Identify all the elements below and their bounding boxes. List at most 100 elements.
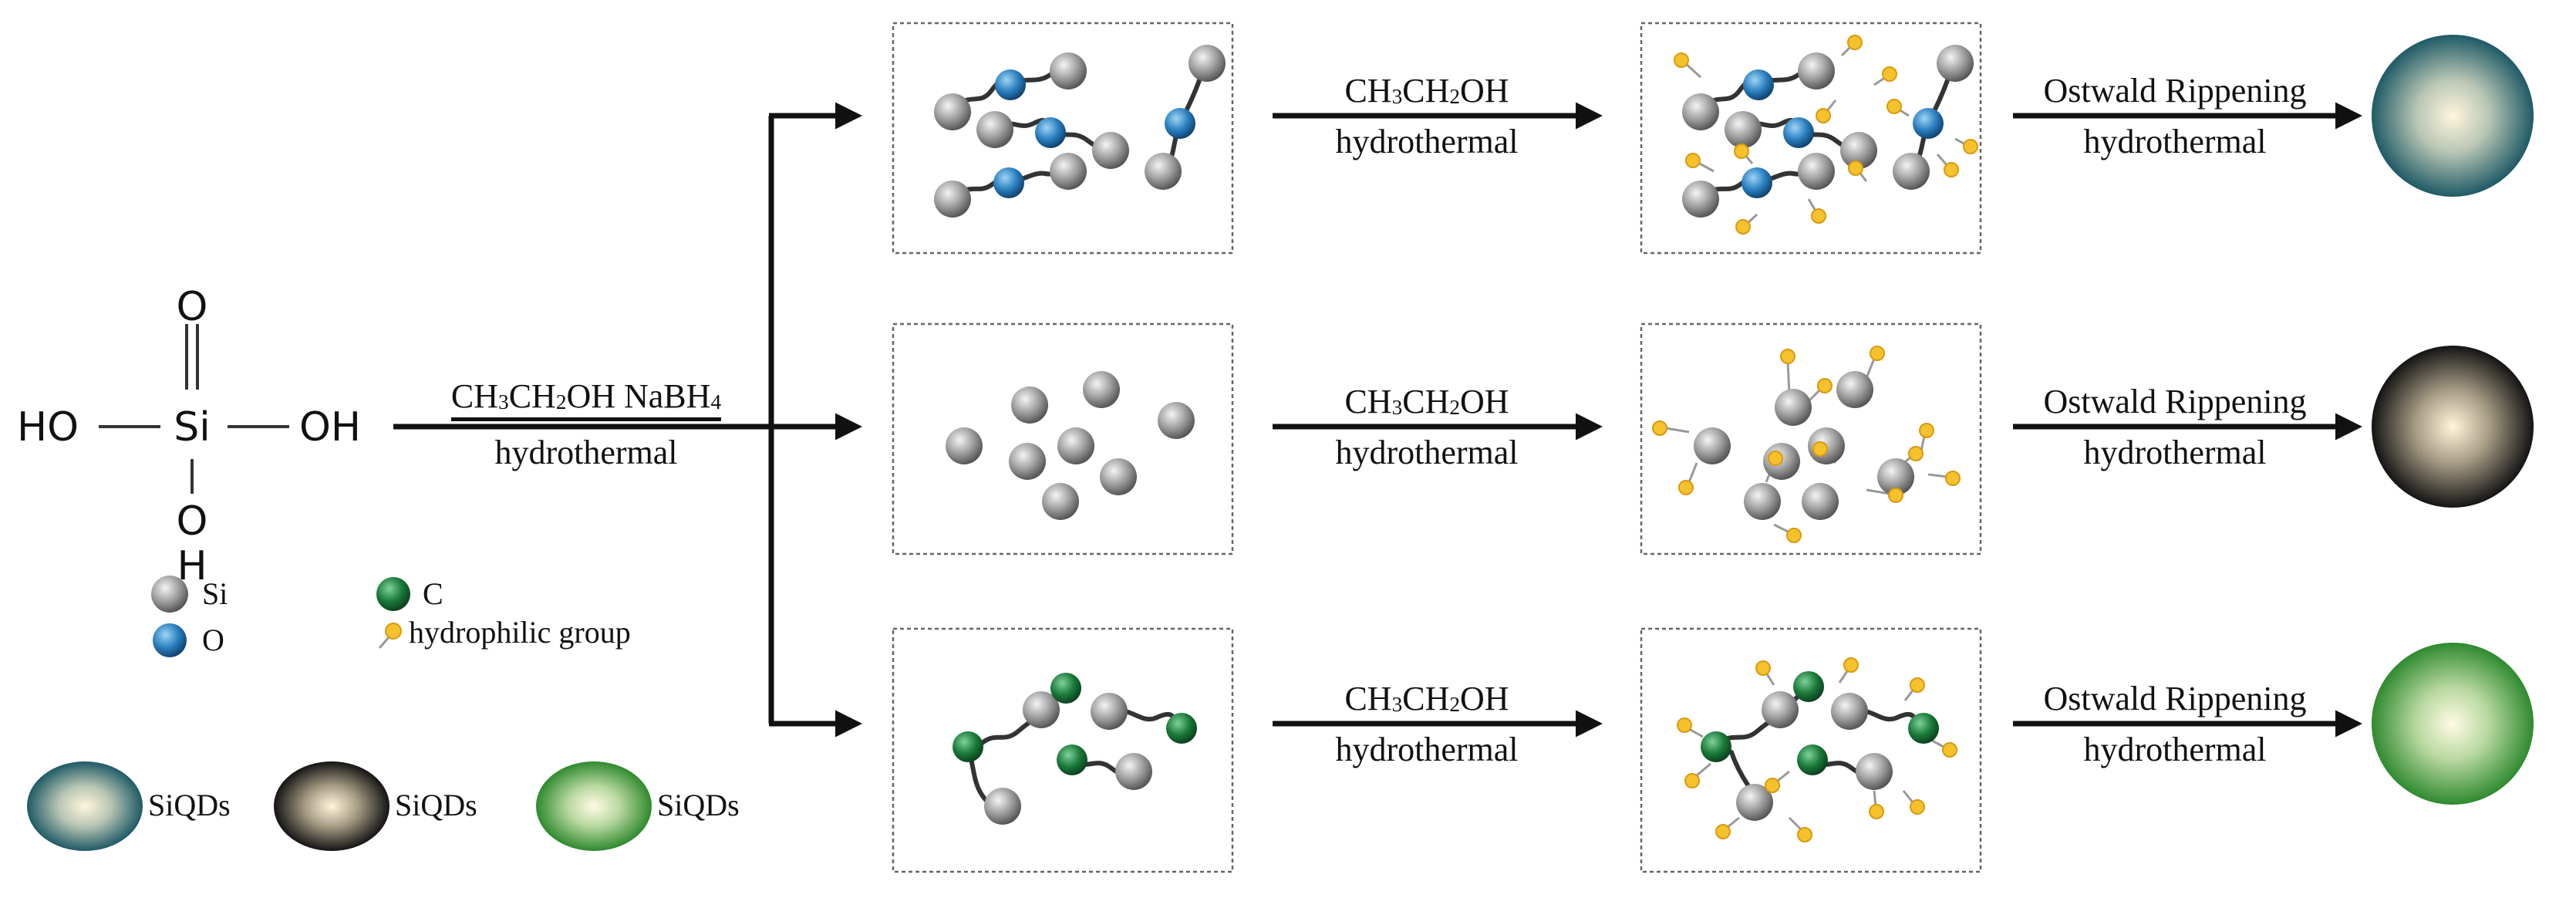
si-atom — [1042, 483, 1079, 520]
c-atom — [1701, 731, 1731, 762]
hydrophilic-group — [1910, 677, 1925, 693]
o-atom — [1913, 108, 1944, 139]
row1-intermediate-particles — [934, 45, 1226, 218]
c-atom — [1050, 673, 1081, 704]
hydrophilic-group — [1811, 208, 1826, 224]
legend-sphere-dark — [274, 761, 389, 851]
hydrophilic-group — [1786, 528, 1802, 543]
si-atom — [1083, 371, 1120, 408]
si-atom — [1011, 387, 1048, 424]
hydrophilic-group — [1765, 778, 1780, 793]
si-atom — [1050, 52, 1087, 89]
legend-c-icon — [376, 577, 410, 611]
row2-step3-process: Ostwald Rippening — [2043, 383, 2307, 420]
c-atom — [953, 731, 983, 762]
legend-hydrophilic-label: hydrophilic group — [409, 615, 631, 650]
si-atom — [934, 93, 971, 130]
si-atom — [976, 111, 1013, 148]
si-atom — [1937, 45, 1974, 82]
hydrophilic-group — [1797, 827, 1812, 842]
row2-step2-condition: hydrothermal — [1335, 434, 1519, 471]
panel-row1-functionalized — [1640, 22, 1982, 255]
si-atom — [1762, 691, 1799, 728]
si-atom — [1189, 45, 1226, 82]
hydrophilic-group — [1674, 52, 1689, 68]
o-atom — [1743, 69, 1774, 100]
c-atom — [1793, 671, 1824, 702]
hydrophilic-group — [1677, 717, 1692, 733]
si-atom — [1877, 458, 1914, 495]
o-atom — [995, 69, 1026, 100]
hydrophilic-group — [1812, 441, 1828, 457]
si-atom — [1725, 111, 1762, 148]
row1-step3-process: Ostwald Rippening — [2043, 72, 2307, 110]
hydrophilic-group — [1945, 471, 1961, 486]
si-atom — [1840, 132, 1877, 169]
row1-product-sphere — [2372, 35, 2534, 197]
main-reagents-label: CH3CH2OH NaBH4 — [450, 380, 722, 421]
legend-sphere-green — [536, 761, 652, 851]
row1-step3-condition: hydrothermal — [2083, 123, 2267, 160]
row2-functionalized-particles — [1652, 346, 1961, 543]
silicic-acid-bonds — [99, 324, 289, 494]
hydrophilic-group — [1869, 804, 1884, 819]
row3-product-sphere — [2372, 643, 2534, 805]
hydrophilic-group — [1882, 66, 1897, 82]
row3-step2-condition: hydrothermal — [1335, 731, 1519, 768]
atom-o-top: O — [176, 284, 208, 330]
panel-row2-intermediate — [892, 322, 1234, 555]
hydrophilic-group — [1888, 488, 1903, 503]
si-atom — [984, 788, 1021, 825]
si-atom — [1744, 483, 1781, 520]
hydrophilic-group — [1735, 219, 1751, 235]
atom-si: Si — [174, 404, 211, 451]
panel-row3-intermediate — [892, 627, 1234, 873]
hydrophilic-group — [1755, 660, 1771, 676]
group-oh: OH — [299, 404, 362, 451]
panel-boxes — [892, 22, 1982, 873]
atom-h-bottom: H — [177, 543, 207, 589]
row1-step2-condition: hydrothermal — [1335, 123, 1519, 160]
si-atom — [1694, 427, 1731, 464]
hydrophilic-group — [1768, 451, 1783, 466]
si-atom — [1158, 402, 1195, 439]
hydrophilic-group — [1944, 162, 1959, 177]
o-atom — [993, 167, 1024, 198]
flow-lines — [393, 102, 2362, 738]
hydrophilic-group — [1685, 153, 1701, 168]
hydrophilic-group — [1848, 160, 1863, 176]
si-atom — [1893, 153, 1930, 190]
hydrophilic-group — [1715, 824, 1731, 839]
hydrophilic-group — [1678, 480, 1694, 495]
si-atom — [1115, 753, 1152, 790]
row3-step3-condition: hydrothermal — [2083, 731, 2267, 768]
o-atom — [1741, 167, 1772, 198]
o-atom — [1783, 117, 1814, 148]
hydrophilic-group — [1843, 657, 1859, 673]
legend-si-label: Si — [202, 576, 228, 611]
hydrophilic-group — [1652, 420, 1667, 436]
legend-si-icon — [151, 576, 188, 613]
si-atom — [1856, 753, 1893, 790]
atom-o-bottom: O — [176, 498, 208, 545]
si-atom — [1100, 458, 1137, 495]
c-atom — [1057, 744, 1087, 775]
row1-functionalized-particles — [1674, 35, 1978, 235]
hydrophilic-group — [1734, 143, 1749, 159]
hydrophilic-group — [1816, 108, 1831, 123]
row2-product-sphere — [2372, 346, 2534, 508]
row3-intermediate-particles — [953, 673, 1197, 825]
hydrophilic-group — [1963, 139, 1978, 154]
si-atom — [946, 427, 983, 464]
row2-step2-reagent: CH3CH2OH — [1344, 383, 1509, 420]
si-atom — [1682, 93, 1719, 130]
si-atom — [1836, 371, 1873, 408]
si-atom — [1145, 153, 1182, 190]
si-atom — [1057, 427, 1094, 464]
si-atom — [1009, 443, 1046, 480]
hydrophilic-group — [1684, 773, 1700, 788]
si-atom — [1092, 132, 1129, 169]
main-condition-label: hydrothermal — [494, 434, 678, 471]
